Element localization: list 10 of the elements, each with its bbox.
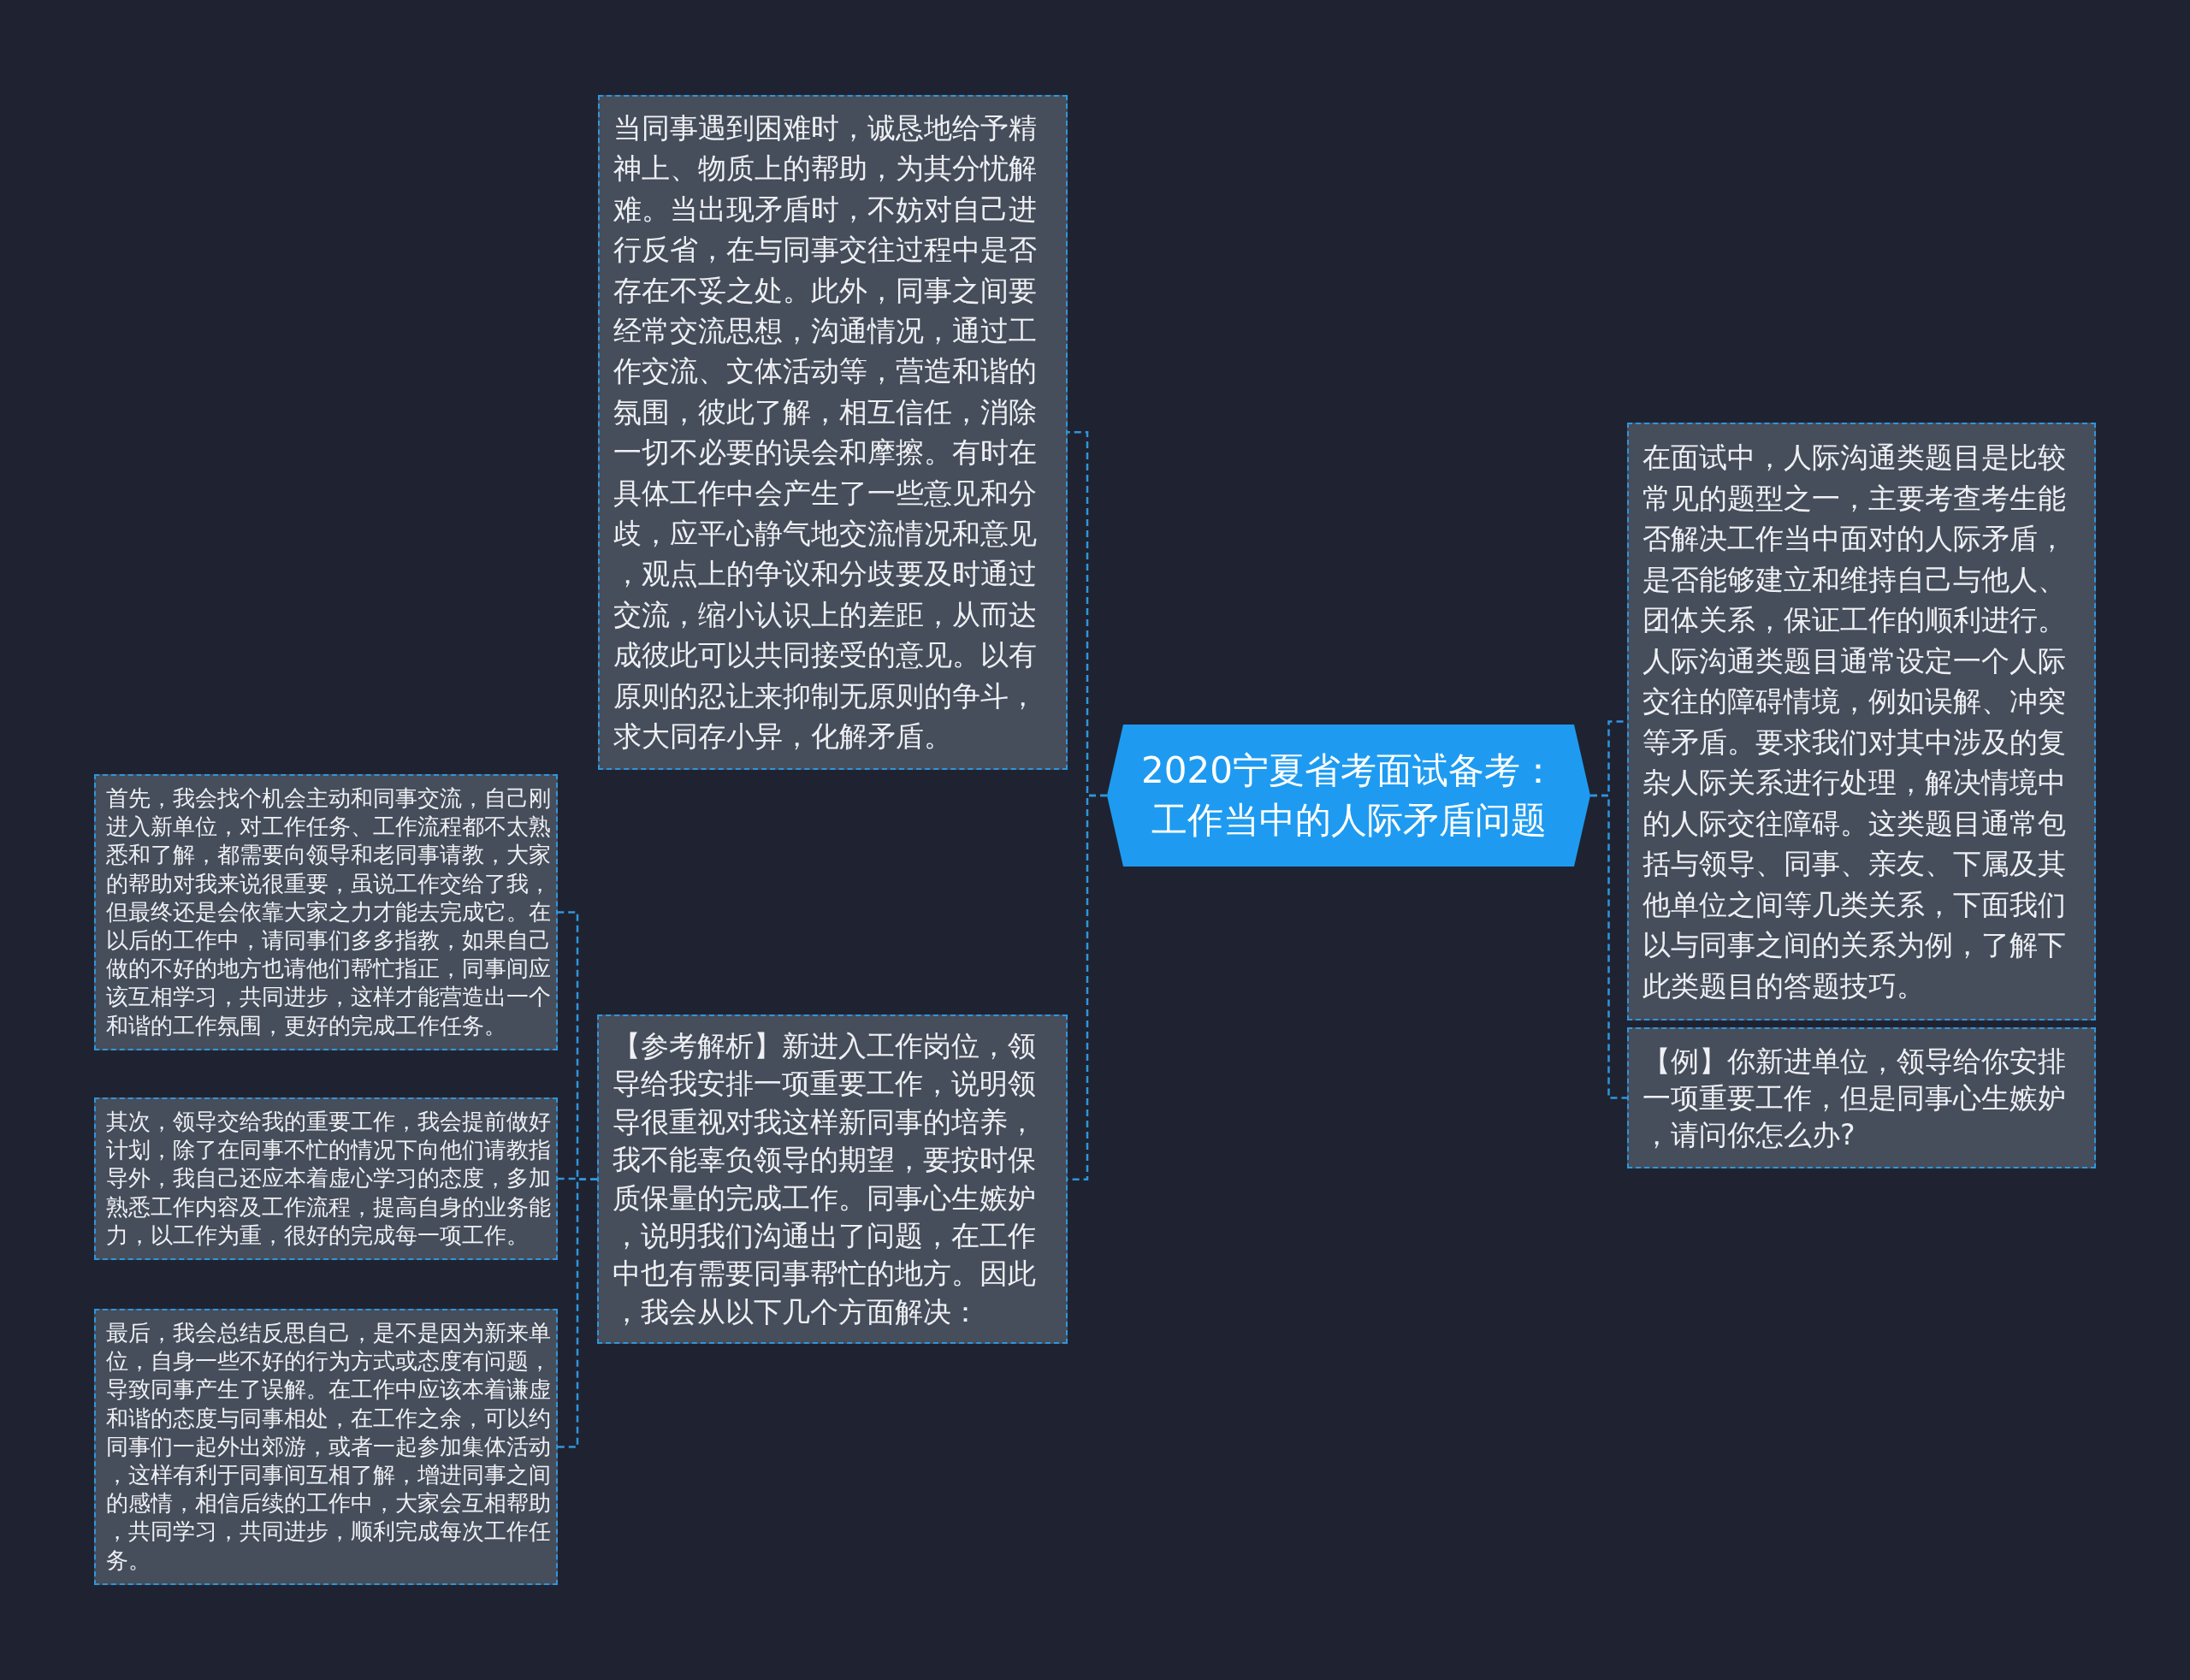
note-box: 当同事遇到困难时，诚恳地给予精神上、物质上的帮助，为其分忧解难。当出现矛盾时，不妨对自己进行反省，在与同事交往过程中是否存在不妥之处。此外，同事之间要经常交流思想，沟通情况，通过工作交流、文体活动等，营造和谐的氛围，彼此了解，相互信任，消除一切不必要的误会和摩擦。有时在具体工作中会产生了一些意见和分歧，应平心静气地交流情况和意见，观点上的争议和分歧要及时通过交流，缩小认识上的差距，从而达成彼此可以共同接受的意见。以有原则的忍让来抑制无原则的争斗，求大同存小异，化解矛盾。 xyxy=(598,95,1068,770)
note-box: 在面试中，人际沟通类题目是比较常见的题型之一，主要考查考生能否解决工作当中面对的人际矛盾，是否能够建立和维持自己与他人、团体关系，保证工作的顺利进行。人际沟通类题目通常设定一个人际交往的障碍情境，例如误解、冲突等矛盾。要求我们对其中涉及的复杂人际关系进行处理，解决情境中的人际交往障碍。这类题目通常包括与领导、同事、亲友、下属及其他单位之间等几类关系，下面我们以与同事之间的关系为例，了解下此类题目的答题技巧。 xyxy=(1627,423,2096,1020)
connector-line xyxy=(1590,794,1627,1099)
note-box: 其次，领导交给我的重要工作，我会提前做好计划，除了在同事不忙的情况下向他们请教指导外，我自己还应本着虚心学习的态度，多加熟悉工作内容及工作流程，提高自身的业务能力，以工作为重，很好的完成每一项工作。 xyxy=(94,1097,558,1260)
connector-line xyxy=(558,1178,597,1448)
note-box: 首先，我会找个机会主动和同事交流，自己刚进入新单位，对工作任务、工作流程都不太熟悉和了解，都需要向领导和老同事请教，大家的帮助对我来说很重要，虽说工作交给了我，但最终还是会依靠大家之力才能去完成它。在以后的工作中，请同事们多多指教，如果自己做的不好的地方也请他们帮忙指正，同事间应该互相学习，共同进步，这样才能营造出一个和谐的工作氛围，更好的完成工作任务。 xyxy=(94,774,558,1050)
note-box: 【参考解析】新进入工作岗位，领导给我安排一项重要工作，说明领导很重视对我这样新同事的培养，我不能辜负领导的期望，要按时保质保量的完成工作。同事心生嫉妒，说明我们沟通出了问题，在工作中也有需要同事帮忙的地方。因此，我会从以下几个方面解决： xyxy=(597,1015,1068,1345)
topic-hexagon: 2020宁夏省考面试备考：工作当中的人际矛盾问题 xyxy=(1107,725,1590,867)
note-box: 最后，我会总结反思自己，是不是因为新来单位，自身一些不好的行为方式或态度有问题，导致同事产生了误解。在工作中应该本着谦虚和谐的态度与同事相处，在工作之余，可以约同事们一起外出郊游，或者一起参加集体活动，这样有利于同事间互相了解，增进同事之间的感情，相信后续的工作中，大家会互相帮助，共同学习，共同进步，顺利完成每次工作任务。 xyxy=(94,1309,558,1585)
note-box: 【例】你新进单位，领导给你安排一项重要工作，但是同事心生嫉妒，请问你怎么办? xyxy=(1627,1027,2096,1168)
